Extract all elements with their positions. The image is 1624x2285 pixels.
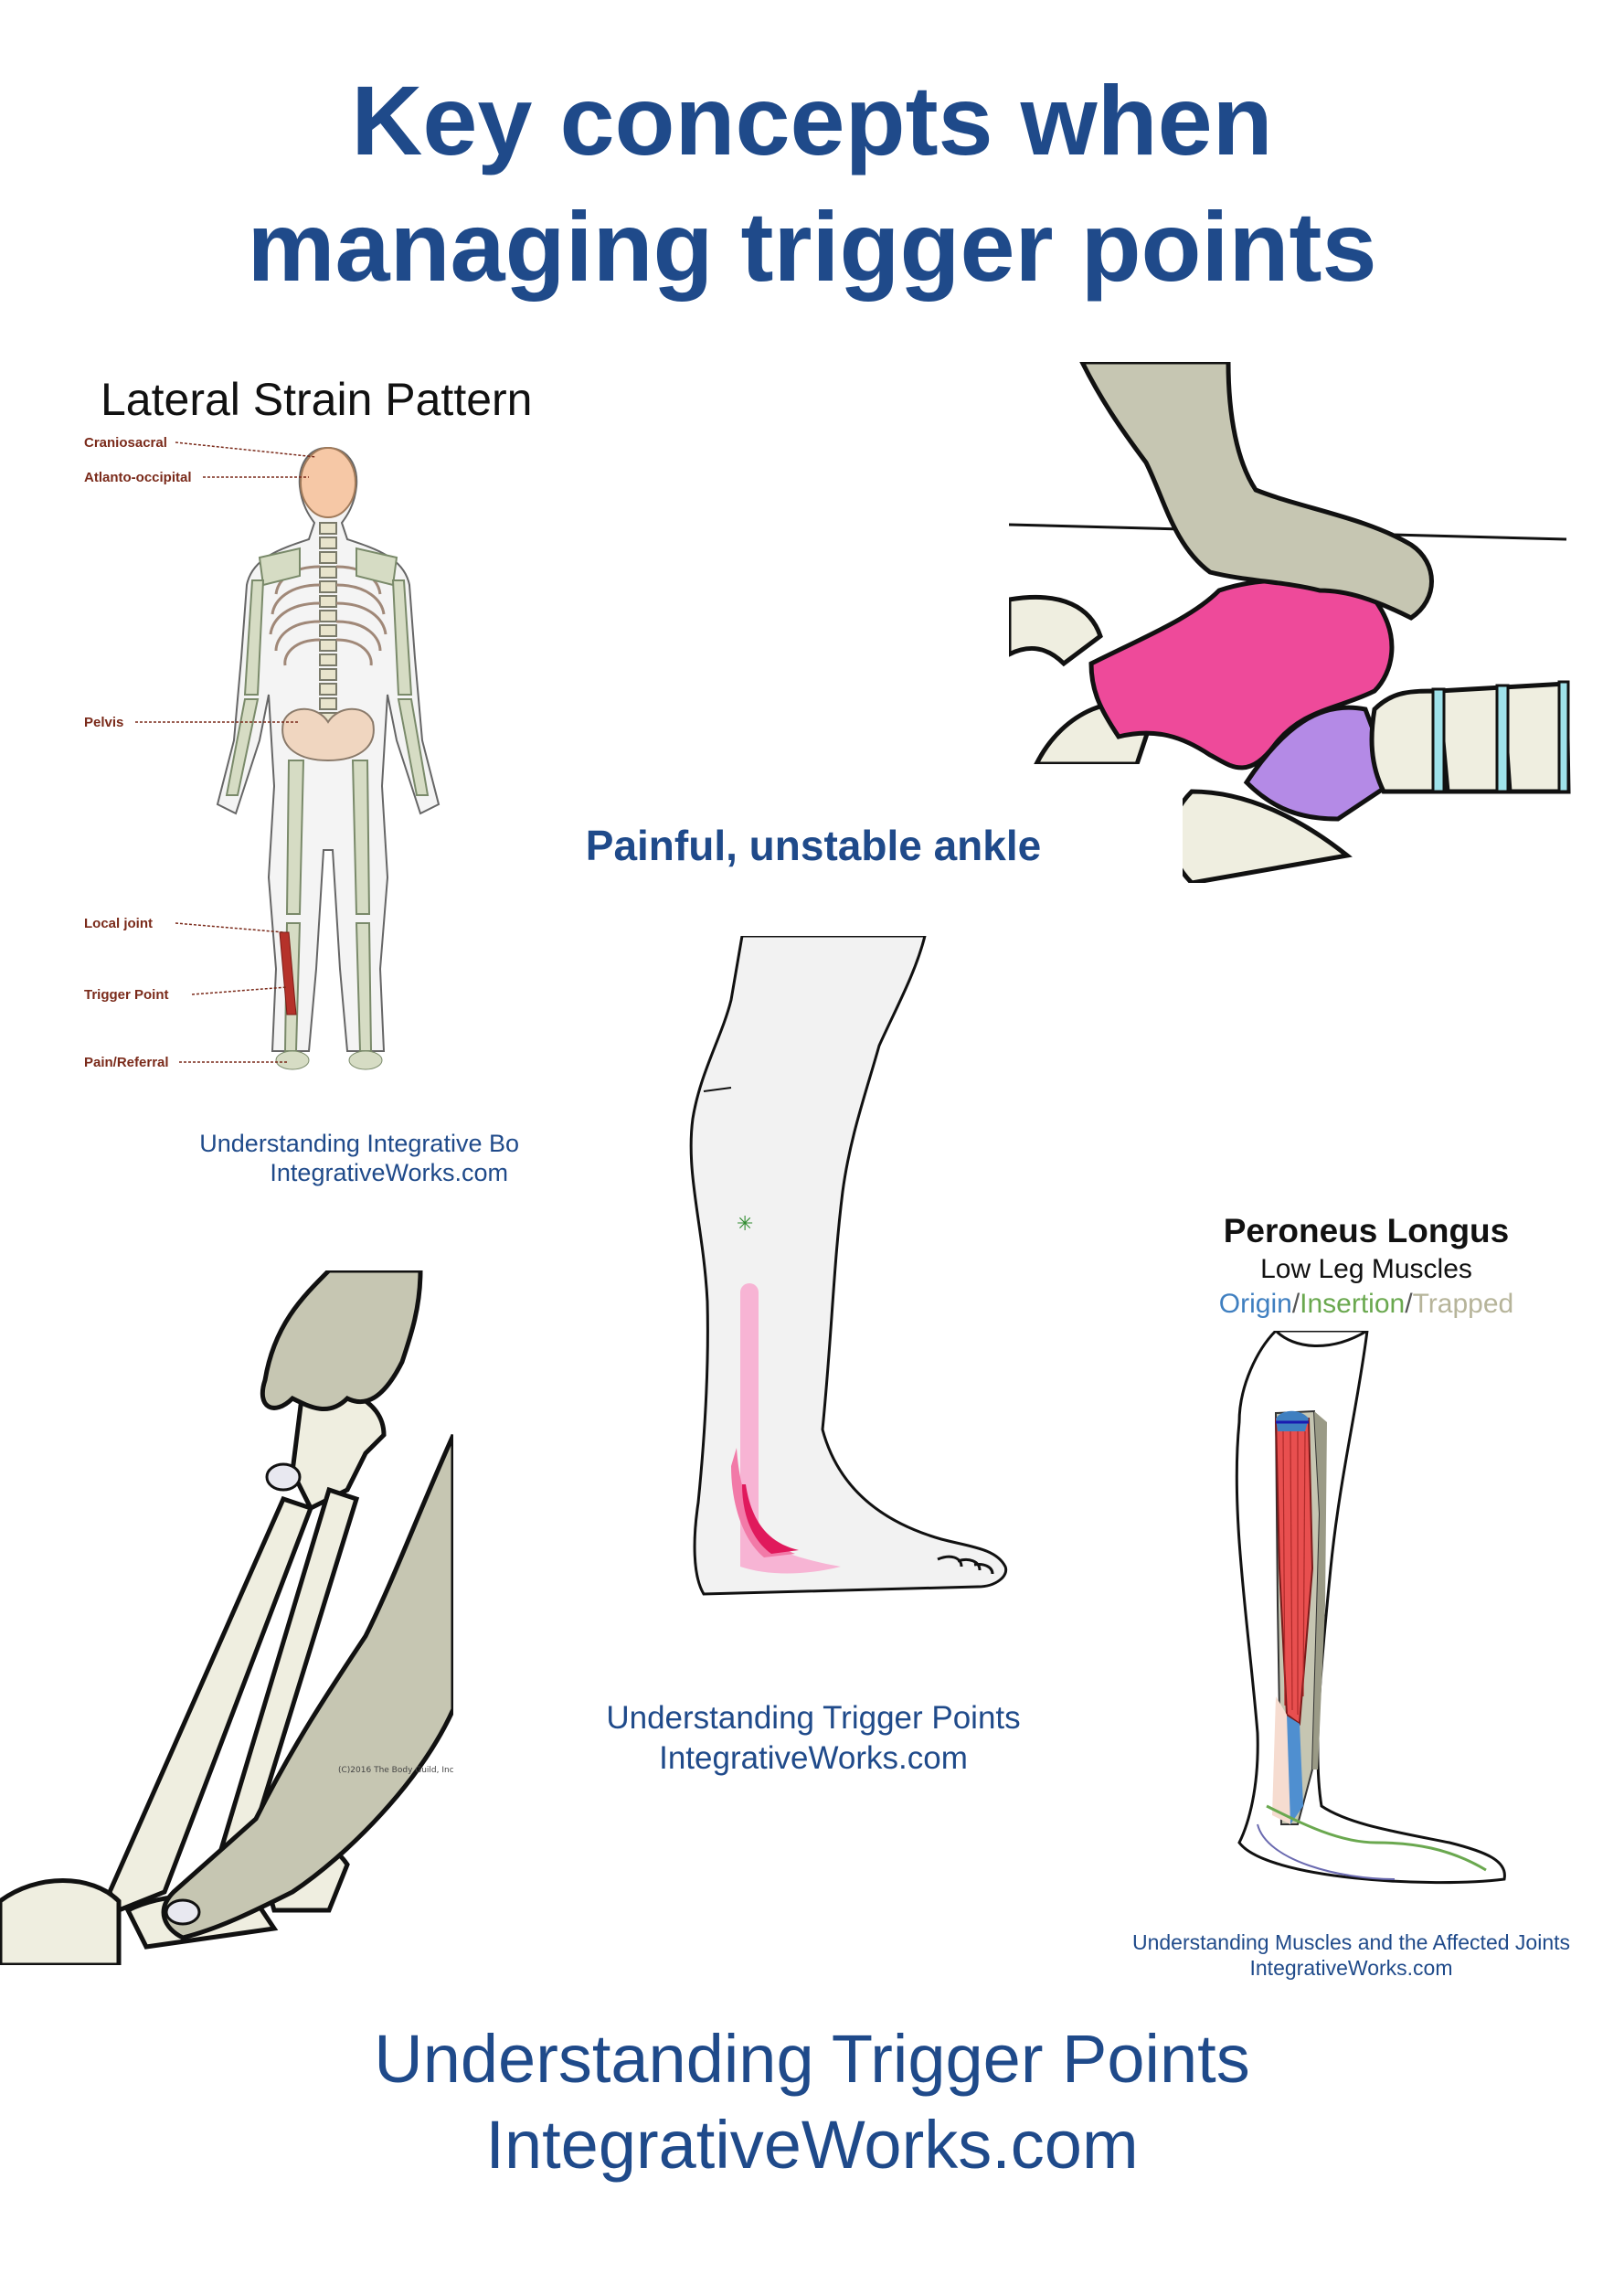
page-title-line-2: managing trigger points — [247, 191, 1377, 302]
skeleton-caption-line-1: Understanding Integrative Bo — [199, 1130, 519, 1157]
footer-line-1: Understanding Trigger Points — [374, 2021, 1250, 2097]
skeleton-caption-line-2: IntegrativeWorks.com — [270, 1159, 508, 1186]
skeleton-panel-heading: Lateral Strain Pattern — [101, 374, 533, 425]
skeleton-illustration: Craniosacral Atlanto-occipital Pelvis Lo… — [84, 435, 440, 1070]
page-title-line-1: Key concepts when — [351, 65, 1273, 175]
sacrum-hand-illustration — [1009, 362, 1571, 883]
label-atlanto-occipital: Atlanto-occipital — [84, 470, 192, 485]
trigger-referral-core — [742, 1484, 799, 1554]
leg-caption-line-1: Understanding Trigger Points — [606, 1700, 1021, 1736]
upper-hand — [260, 1270, 423, 1412]
label-pain-referral: Pain/Referral — [84, 1055, 169, 1070]
legend-trapped: Trapped — [1412, 1289, 1514, 1319]
peroneus-leg-illustration — [1235, 1331, 1506, 1885]
hand — [1079, 362, 1434, 621]
label-trigger-point: Trigger Point — [84, 987, 169, 1003]
legend-insertion: Insertion — [1300, 1289, 1406, 1319]
label-craniosacral: Craniosacral — [84, 435, 167, 451]
skull — [300, 447, 356, 518]
label-local-joint: Local joint — [84, 916, 153, 931]
trigger-point-marker: ✳ — [737, 1213, 753, 1236]
peroneus-caption-line-1: Understanding Muscles and the Affected J… — [1131, 1930, 1571, 1954]
pelvis-bone — [281, 707, 375, 762]
leg-referral-illustration: ✳ — [689, 936, 1008, 1596]
ankle-heading: Painful, unstable ankle — [585, 822, 1042, 869]
ankle-copyright: (C)2016 The Body Guild, Inc — [338, 1766, 453, 1775]
skeleton-panel: Lateral Strain Pattern — [80, 366, 592, 1206]
peroneus-caption-line-2: IntegrativeWorks.com — [1249, 1956, 1453, 1980]
ankle-hands-illustration: (C)2016 The Body Guild, Inc — [0, 1270, 453, 1965]
sacrum-pink — [1088, 578, 1395, 771]
leg-caption-line-2: IntegrativeWorks.com — [659, 1740, 968, 1776]
peroneus-subtitle: Low Leg Muscles — [1260, 1254, 1472, 1284]
peroneus-legend: Origin/Insertion/Trapped — [1218, 1289, 1514, 1319]
peroneus-title: Peroneus Longus — [1223, 1212, 1510, 1249]
lower-hand — [161, 1433, 453, 1940]
label-pelvis: Pelvis — [84, 715, 123, 730]
footer-line-2: IntegrativeWorks.com — [485, 2107, 1139, 2183]
legend-origin: Origin — [1218, 1289, 1292, 1319]
